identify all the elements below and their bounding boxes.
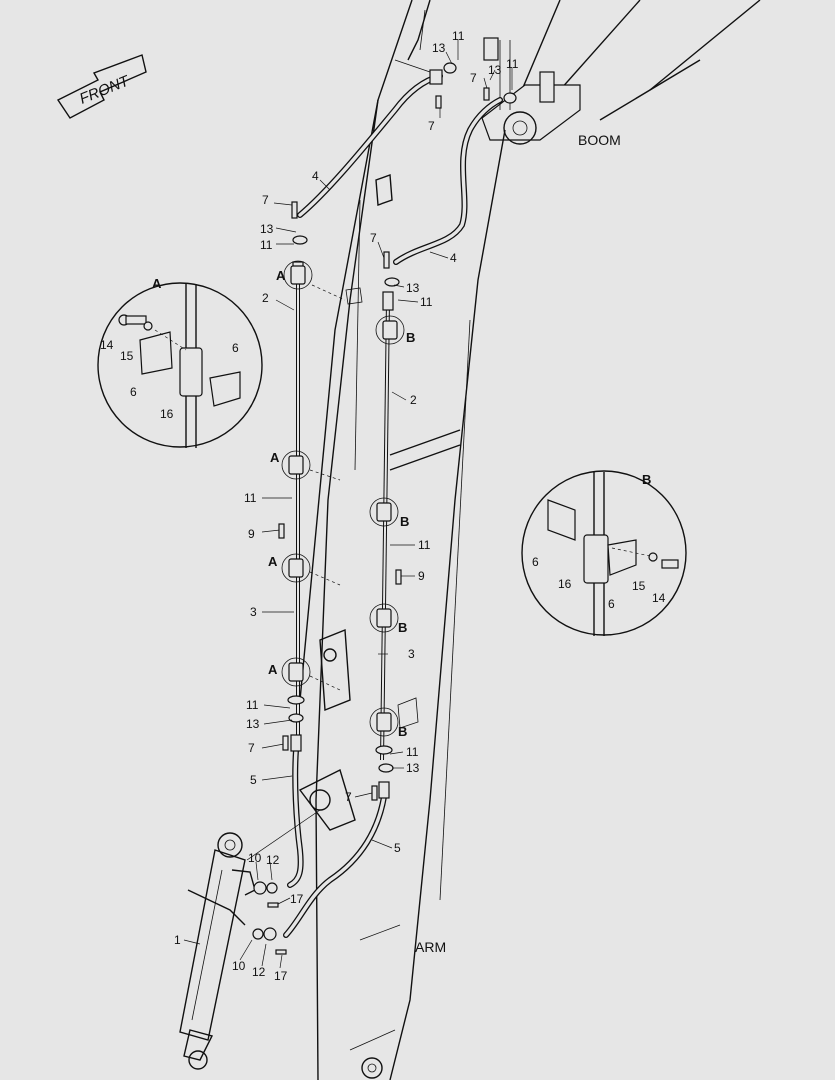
callout-11: 11 (420, 295, 433, 309)
callout-12: 12 (266, 853, 280, 867)
detail-a-title: A (152, 276, 162, 291)
boom-structure: BOOM (299, 0, 761, 701)
detail-b-title: B (642, 472, 651, 487)
callout-9: 9 (418, 569, 425, 583)
detail-a-view: A 14 15 6 6 16 (97, 276, 263, 448)
callout-11: 11 (406, 745, 419, 759)
callout-7: 7 (470, 71, 477, 85)
callout-4: 4 (450, 251, 457, 265)
callout-13: 13 (246, 717, 260, 731)
callout-3: 3 (250, 605, 257, 619)
clamp-letter: A (268, 662, 278, 677)
detail-a-part-6-left: 6 (130, 385, 137, 399)
pipe-clamps (281, 260, 405, 737)
clamp-letter: A (270, 450, 280, 465)
callout-7: 7 (428, 119, 435, 133)
callout-11: 11 (244, 491, 257, 505)
clamp-letter-labels: A B A B A B A B (268, 268, 415, 739)
callout-9: 9 (248, 527, 255, 541)
front-label: FRONT (77, 72, 133, 108)
detail-b-view: B 6 16 6 15 14 (521, 470, 687, 636)
callout-11: 11 (452, 29, 465, 43)
callout-13: 13 (260, 222, 274, 236)
detail-a-part-15: 15 (120, 349, 134, 363)
detail-b-part-16: 16 (558, 577, 572, 591)
callout-11: 11 (260, 238, 273, 252)
callout-13: 13 (406, 761, 420, 775)
arm-label: ARM (415, 939, 446, 955)
clamp-letter: A (276, 268, 286, 283)
front-direction-arrow: FRONT (56, 54, 147, 119)
detail-b-part-15: 15 (632, 579, 646, 593)
callout-11: 11 (246, 698, 259, 712)
callout-5: 5 (250, 773, 257, 787)
callout-2: 2 (262, 291, 269, 305)
clamp-letter: B (400, 514, 409, 529)
callout-3: 3 (408, 647, 415, 661)
callout-leaders (183, 40, 513, 969)
clamp-letter: B (398, 724, 407, 739)
callout-11: 11 (506, 57, 519, 71)
callout-10: 10 (248, 851, 262, 865)
callout-13: 13 (488, 63, 502, 77)
detail-a-part-6-right: 6 (232, 341, 239, 355)
callout-12: 12 (252, 965, 266, 979)
detail-a-part-14: 14 (100, 338, 114, 352)
fasteners (267, 87, 490, 955)
detail-a-part-16: 16 (160, 407, 174, 421)
callout-7: 7 (262, 193, 269, 207)
clamp-letter: B (398, 620, 407, 635)
callout-7: 7 (345, 790, 352, 804)
callout-13: 13 (432, 41, 446, 55)
callout-7: 7 (248, 741, 255, 755)
callout-7: 7 (370, 231, 377, 245)
callout-17: 17 (274, 969, 288, 983)
arm-structure: ARM (298, 99, 506, 1080)
callout-2: 2 (410, 393, 417, 407)
callout-17: 17 (290, 892, 304, 906)
detail-b-part-14: 14 (652, 591, 666, 605)
hose-assembly (283, 37, 555, 938)
callout-numbers: 13 11 13 11 7 7 4 7 13 11 7 13 11 4 2 2 … (174, 29, 519, 983)
clamp-letter: A (268, 554, 278, 569)
callout-11: 11 (418, 538, 431, 552)
callout-4: 4 (312, 169, 319, 183)
detail-b-part-6-right: 6 (608, 597, 615, 611)
callout-13: 13 (406, 281, 420, 295)
callout-10: 10 (232, 959, 246, 973)
callout-1: 1 (174, 933, 181, 947)
boom-label: BOOM (578, 132, 621, 148)
callout-5: 5 (394, 841, 401, 855)
arm-cylinder (179, 809, 321, 1070)
clamp-letter: B (406, 330, 415, 345)
detail-b-part-6-left: 6 (532, 555, 539, 569)
